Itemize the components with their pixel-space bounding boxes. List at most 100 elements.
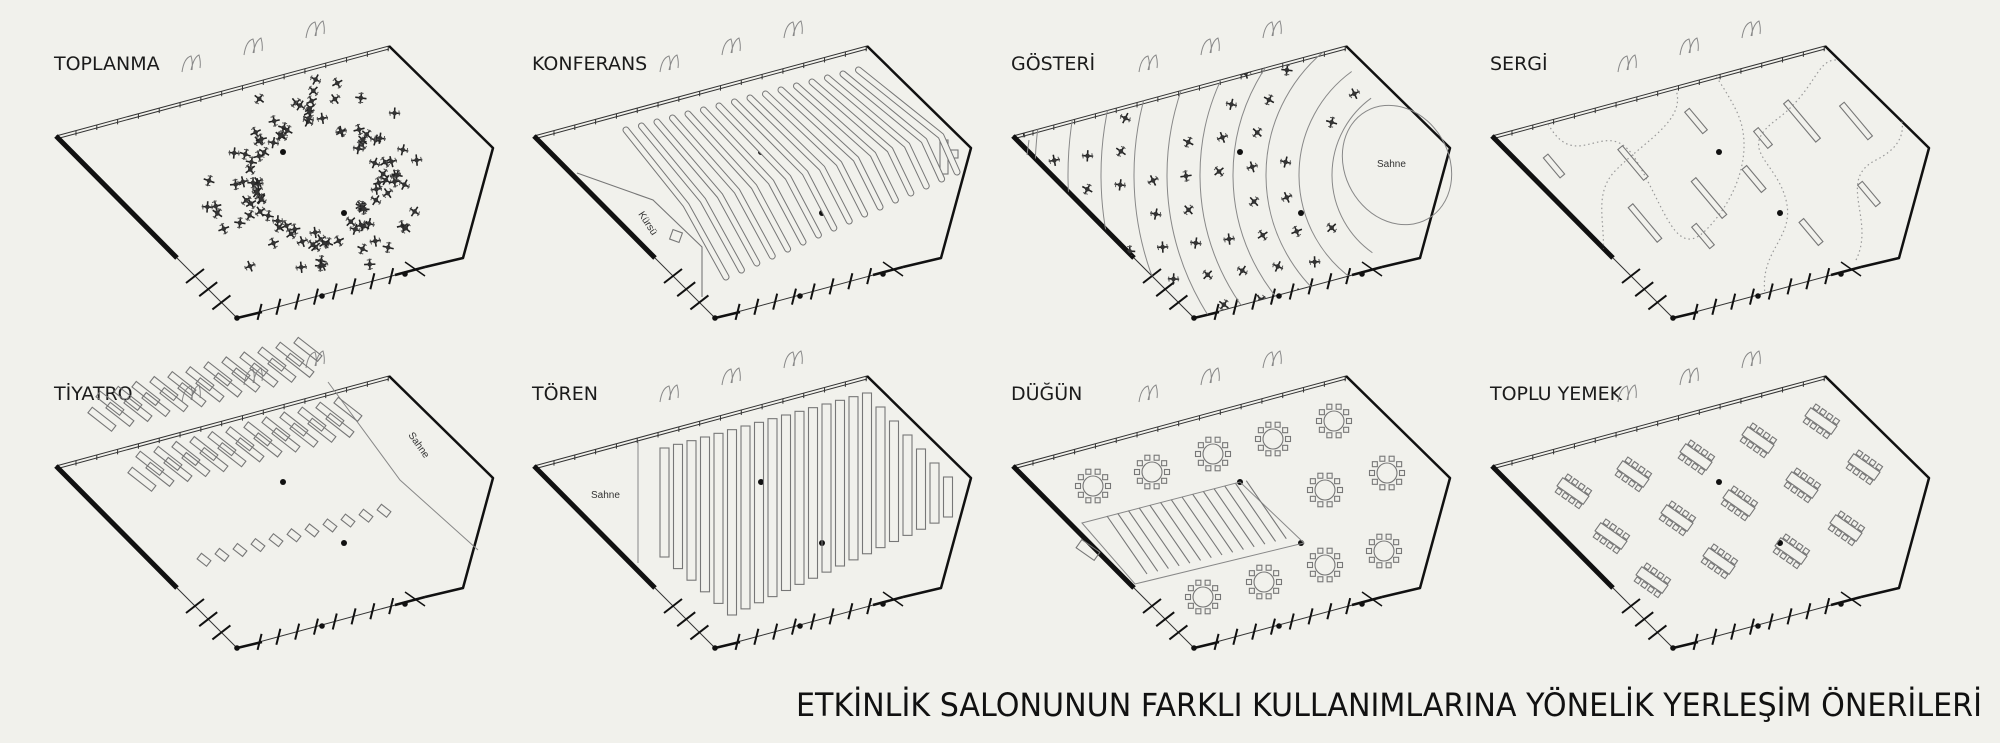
floor-plan <box>1011 20 1453 376</box>
exhibit-panel <box>1617 144 1649 182</box>
chair <box>1197 459 1204 466</box>
chair-icon <box>367 155 382 171</box>
chair <box>1257 427 1264 434</box>
chair-icon <box>1251 126 1264 139</box>
window-tick <box>294 293 301 310</box>
exterior-wall <box>866 375 973 599</box>
chair-icon <box>1079 148 1096 164</box>
seat-row <box>1160 502 1202 561</box>
chair <box>1102 474 1109 481</box>
column <box>1838 601 1844 607</box>
round-table <box>1314 479 1336 501</box>
chair <box>1102 491 1109 498</box>
chair-icon <box>1290 286 1307 302</box>
seat-row <box>196 552 212 568</box>
chair-icon <box>1188 235 1204 251</box>
seat-row <box>1149 504 1191 564</box>
window-wall <box>714 266 904 319</box>
chair <box>1706 452 1716 462</box>
chair-icon <box>367 233 384 249</box>
door-tick <box>1647 624 1668 641</box>
chair <box>1643 562 1652 571</box>
chair <box>1564 473 1573 482</box>
panel-sergi: SERGİ <box>1490 20 1931 321</box>
seating-row-fill <box>685 111 791 252</box>
chair <box>1388 484 1395 491</box>
top-wall-inner <box>55 378 390 470</box>
chair <box>1205 465 1212 472</box>
chair-icon <box>397 177 412 192</box>
column <box>880 601 886 607</box>
door-swing <box>659 54 679 73</box>
chair-icon <box>1165 338 1175 348</box>
window-tick <box>772 623 779 640</box>
chair <box>1335 432 1342 439</box>
seat-row <box>293 336 323 363</box>
door-swing <box>1200 37 1220 56</box>
seat-row <box>1202 491 1244 550</box>
door-tick <box>663 598 683 614</box>
seat-row <box>268 532 284 548</box>
seat-row <box>1245 480 1287 540</box>
column <box>1755 293 1761 299</box>
floor-plan <box>532 20 973 321</box>
door-tick <box>198 611 218 627</box>
chair-icon <box>1183 363 1196 376</box>
visitor-path <box>1545 46 1745 240</box>
chair <box>1574 500 1583 510</box>
window-tick <box>1805 273 1812 290</box>
stage-edge <box>327 381 479 551</box>
chair-icon <box>1020 91 1036 107</box>
chair <box>1852 467 1861 477</box>
door-tick <box>404 591 426 607</box>
wall-segment <box>1830 265 1862 277</box>
exhibit-panel <box>1741 164 1767 194</box>
window-tick <box>1824 267 1831 285</box>
table <box>1722 488 1756 518</box>
window-tick <box>1345 267 1352 285</box>
chair-icon <box>208 198 224 214</box>
wall-segment <box>1351 595 1383 607</box>
banquet-table <box>1592 518 1631 555</box>
chair <box>1214 465 1221 472</box>
round-table <box>1262 428 1284 450</box>
seating-row-fill <box>840 71 945 182</box>
seat-row <box>929 462 940 524</box>
seat-row <box>1192 493 1234 553</box>
chair-icon <box>1262 350 1275 363</box>
column <box>280 479 286 485</box>
window-tick <box>734 303 741 321</box>
chair <box>1806 476 1815 485</box>
table <box>1679 442 1713 472</box>
seat-row <box>250 537 266 553</box>
seating-arc <box>1199 46 1297 318</box>
chair <box>1827 524 1836 533</box>
banquet-table <box>1802 403 1841 440</box>
chair <box>1309 495 1316 502</box>
chair <box>1317 472 1324 479</box>
round-table <box>1202 443 1224 465</box>
window-tick <box>1232 628 1239 646</box>
seat-row <box>123 396 153 423</box>
window-tick <box>1307 278 1314 295</box>
table <box>1702 546 1736 576</box>
column <box>1716 479 1722 485</box>
chair-icon <box>1116 22 1126 32</box>
chair <box>1621 531 1631 541</box>
floor-plan <box>1490 350 1931 651</box>
table <box>1635 565 1669 595</box>
seating-row-fill <box>809 79 914 196</box>
column <box>1276 623 1282 629</box>
chair <box>1677 453 1686 462</box>
table <box>1616 459 1650 489</box>
chair <box>1336 561 1344 569</box>
chair <box>1697 466 1706 476</box>
window-tick <box>294 623 301 640</box>
seat-row <box>807 407 819 579</box>
chair-icon <box>314 110 331 127</box>
chair <box>1256 593 1263 600</box>
